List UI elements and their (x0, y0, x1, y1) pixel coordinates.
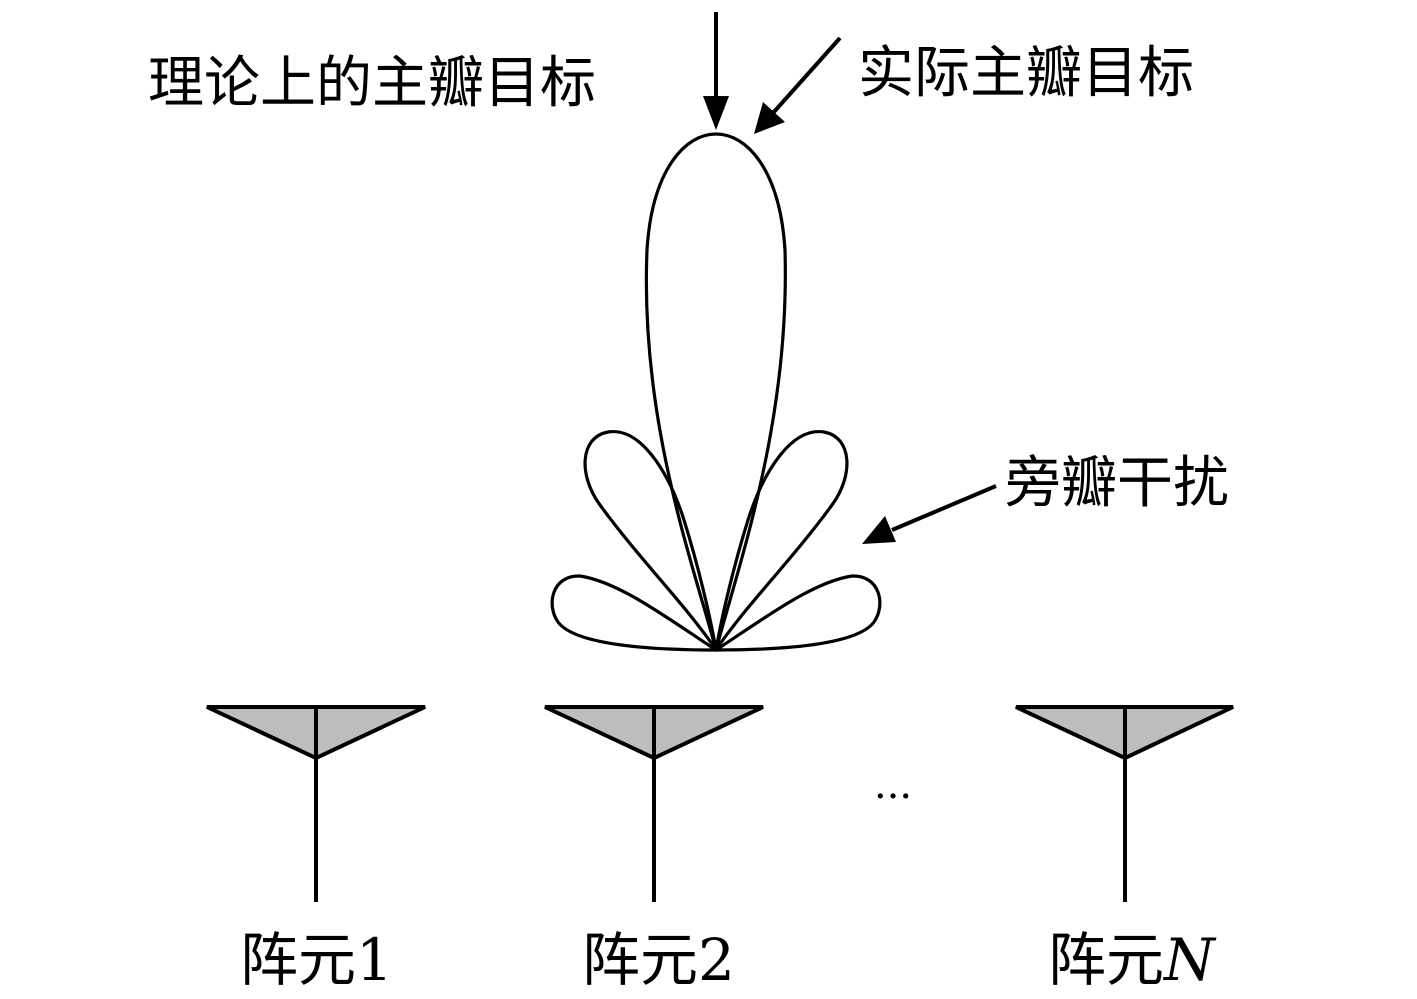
sidelobe-upper-right (714, 430, 849, 652)
theoretical-arrow (703, 12, 729, 130)
ellipsis: ··· (874, 774, 912, 820)
antenna-element-2 (544, 705, 764, 902)
sidelobe-interference-label: 旁瓣干扰 (1005, 451, 1229, 516)
element-label-2: 阵元2 (582, 926, 735, 994)
element-label-1-index: 1 (356, 926, 393, 994)
antenna-element-1 (206, 705, 426, 902)
element-label-n-index: N (1162, 926, 1217, 994)
main-lobe (644, 132, 787, 652)
element-label-2-index: 2 (698, 926, 735, 994)
element-label-n: 阵元N (1048, 926, 1217, 994)
element-label-1-prefix: 阵元 (240, 926, 356, 994)
actual-arrow (754, 36, 842, 134)
theoretical-main-lobe-label: 理论上的主瓣目标 (148, 51, 596, 116)
antenna-element-n (1015, 705, 1234, 902)
sidelobe-arrow (862, 484, 997, 544)
element-label-2-prefix: 阵元 (582, 926, 698, 994)
radiation-pattern (550, 132, 882, 652)
sidelobe-upper-left (583, 430, 718, 652)
actual-main-lobe-label: 实际主瓣目标 (858, 41, 1194, 106)
sidelobe-lower-right (714, 574, 882, 652)
element-label-1: 阵元1 (240, 926, 393, 994)
sidelobe-lower-left (550, 574, 718, 652)
element-label-n-prefix: 阵元 (1048, 926, 1164, 994)
